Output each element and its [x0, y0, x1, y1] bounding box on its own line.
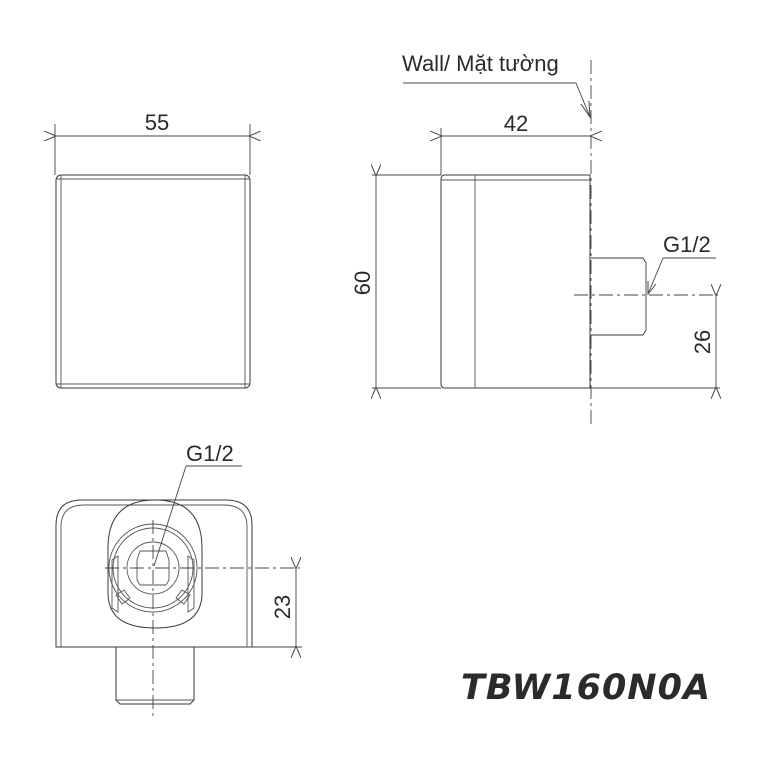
dimension-depth-42: 42 [441, 111, 590, 175]
model-code: TBW160N0A [461, 668, 711, 708]
side-depth-label: 42 [504, 111, 528, 136]
hex-nut [136, 550, 170, 586]
front-view: 55 [55, 110, 251, 389]
dimension-height-60: 60 [350, 175, 441, 388]
bottom-offset-label: 23 [270, 595, 295, 619]
side-outlet-height-label: 26 [690, 330, 715, 354]
front-body-outline [55, 174, 251, 389]
dimension-offset-23: 23 [252, 569, 302, 647]
dimension-width-55: 55 [55, 110, 250, 175]
side-view: Wall/ Mặt tường 42 60 G1/2 [350, 51, 720, 425]
bottom-oval-boss [107, 499, 203, 629]
wall-label: Wall/ Mặt tường [402, 51, 559, 76]
bottom-outlet-nipple [115, 647, 195, 705]
side-outlet-nipple [591, 257, 647, 336]
side-thread-label: G1/2 [663, 232, 711, 257]
bottom-body-outline [55, 499, 253, 648]
bottom-thread-label: G1/2 [186, 441, 234, 466]
side-height-label: 60 [350, 271, 375, 295]
side-body-outline [440, 174, 591, 389]
front-width-label: 55 [145, 110, 169, 135]
dimension-outlet-height-26: 26 [591, 296, 720, 388]
bottom-view: G1/2 23 [55, 441, 302, 720]
